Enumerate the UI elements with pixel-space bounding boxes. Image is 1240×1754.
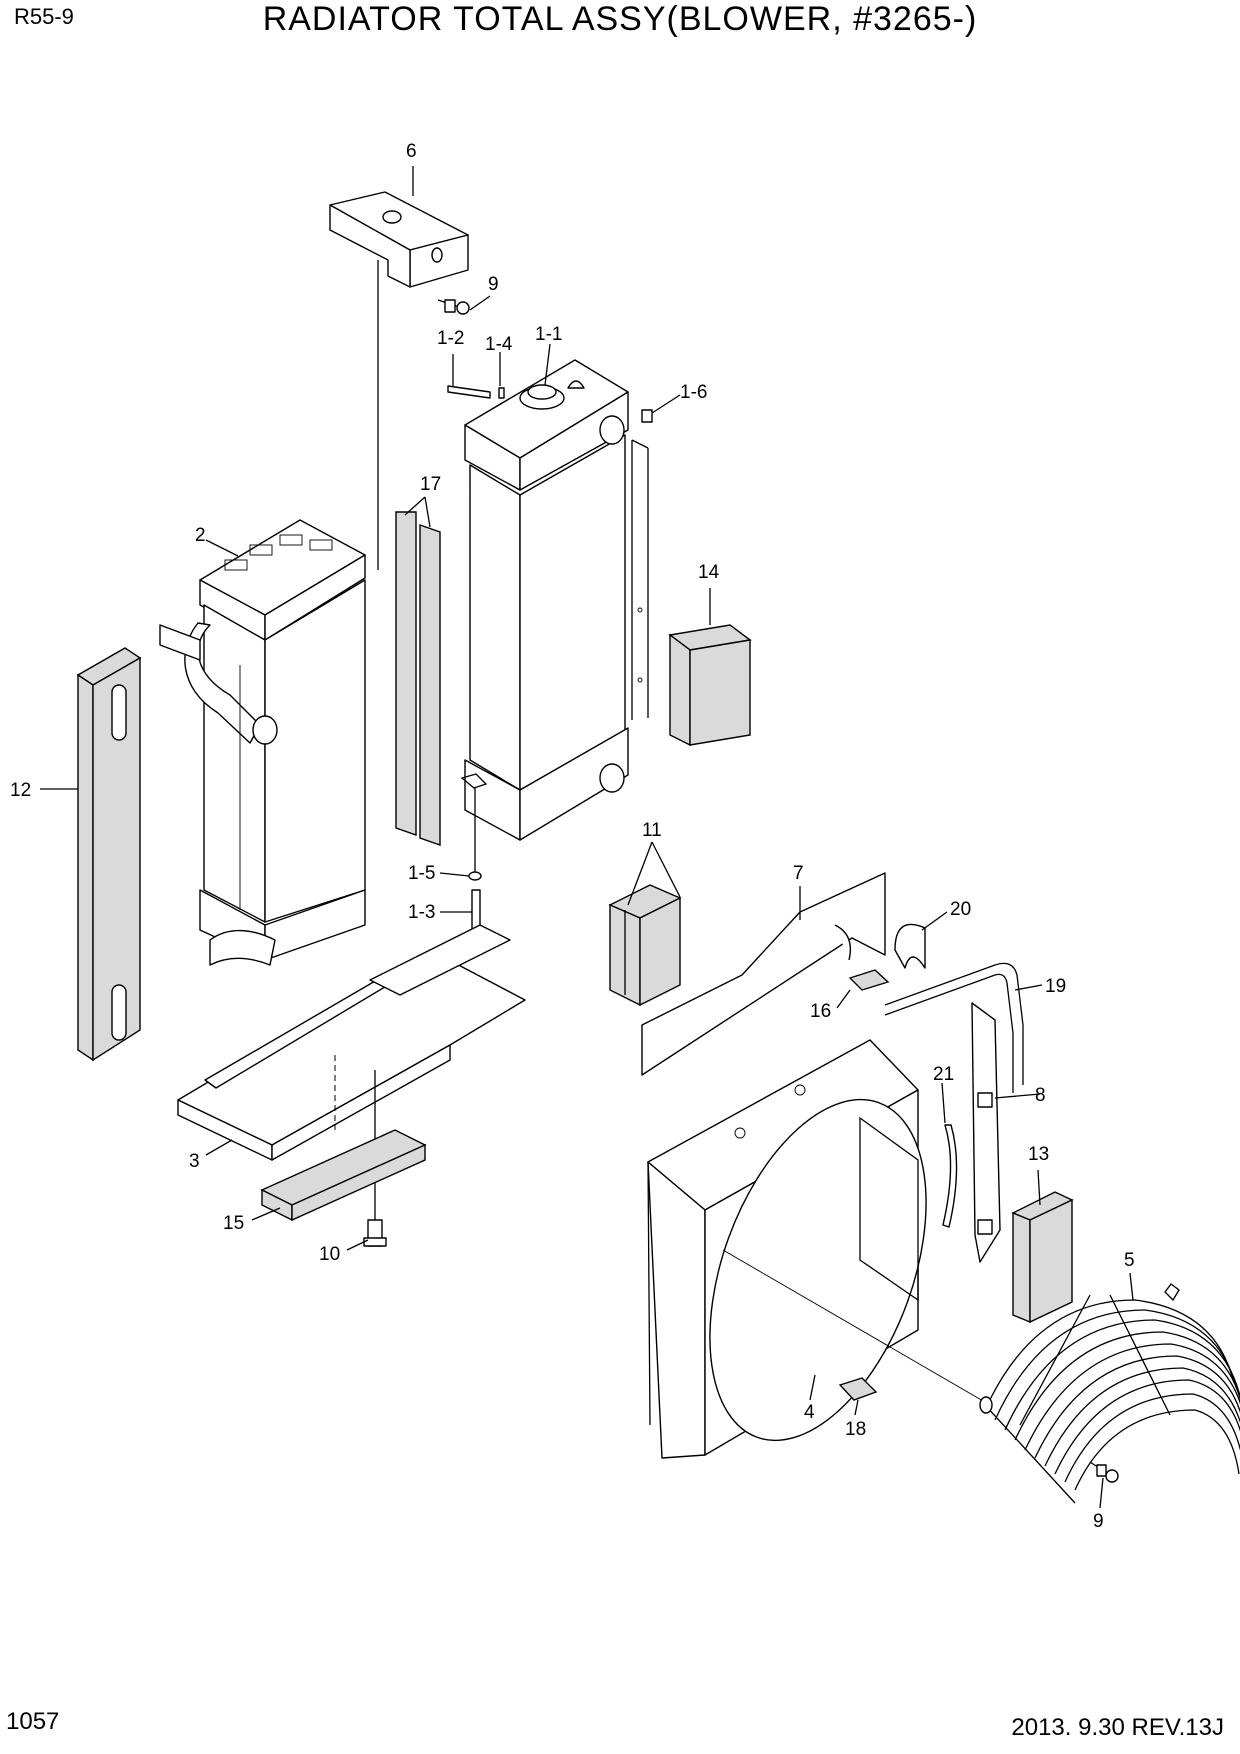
seal-strip-part-17 (395, 511, 441, 846)
seal-block-part-13 (1011, 1191, 1074, 1324)
callout-13: 13 (1028, 1144, 1049, 1165)
callout-21: 21 (933, 1064, 954, 1085)
callout-9-upper: 9 (488, 274, 499, 295)
bracket-part-6 (329, 191, 469, 570)
callout-20: 20 (950, 899, 971, 920)
bracket-part-8 (971, 1002, 1001, 1263)
bolt-part-9-upper (437, 299, 470, 315)
bolt-part-9-lower (1089, 1461, 1119, 1483)
pad-part-18 (838, 1377, 878, 1401)
plug-part-1-6 (641, 409, 653, 423)
fan-shroud-part-4 (647, 1039, 991, 1459)
callout-1-2: 1-2 (437, 328, 464, 349)
shroud-plate-part-7 (641, 872, 886, 1076)
callout-leaders (40, 166, 1134, 1509)
radiator-core-part-1-1 (460, 359, 649, 872)
callout-16: 16 (810, 1001, 831, 1022)
diagram-title: RADIATOR TOTAL ASSY(BLOWER, #3265-) (262, 0, 978, 38)
bolt-part-10 (363, 1219, 387, 1247)
plug-part-1-4 (498, 387, 505, 399)
pad-part-16 (848, 969, 890, 991)
hose-part-21 (942, 1124, 958, 1228)
callout-7: 7 (793, 863, 804, 884)
callout-19: 19 (1045, 976, 1066, 997)
callout-17: 17 (420, 474, 441, 495)
hose-part-19 (884, 962, 1024, 1093)
washer-part-1-5 (468, 871, 482, 881)
oil-cooler-part-2 (159, 519, 366, 966)
callout-2: 2 (195, 525, 206, 546)
callout-11: 11 (642, 820, 662, 841)
callout-1-1: 1-1 (535, 324, 562, 345)
callout-1-4: 1-4 (485, 334, 513, 355)
seal-block-part-14 (668, 624, 752, 747)
revision-date: 2013. 9.30 REV.13J (1011, 1714, 1224, 1741)
base-plate-part-3 (177, 924, 526, 1230)
callout-4: 4 (804, 1402, 815, 1423)
callout-9-lower: 9 (1093, 1511, 1104, 1532)
callout-14: 14 (698, 562, 720, 583)
callout-10: 10 (319, 1244, 340, 1265)
callout-8: 8 (1035, 1085, 1046, 1106)
fan-guard-part-5 (979, 1283, 1240, 1504)
callout-1-3: 1-3 (408, 902, 435, 923)
clip-part-20 (894, 923, 926, 969)
callout-15: 15 (223, 1213, 244, 1234)
callout-3: 3 (189, 1151, 200, 1172)
callout-1-5: 1-5 (408, 863, 435, 884)
page-number: 1057 (6, 1708, 60, 1735)
pad-part-15 (260, 1129, 427, 1222)
callout-12: 12 (10, 780, 31, 801)
callout-6: 6 (406, 141, 417, 162)
callout-5: 5 (1124, 1250, 1135, 1271)
callout-18: 18 (845, 1419, 866, 1440)
stay-part-12 (76, 647, 142, 1062)
seal-block-part-11 (608, 884, 682, 1007)
pin-part-1-2 (447, 385, 491, 399)
callout-1-6: 1-6 (680, 382, 707, 403)
model-code: R55-9 (14, 4, 74, 29)
